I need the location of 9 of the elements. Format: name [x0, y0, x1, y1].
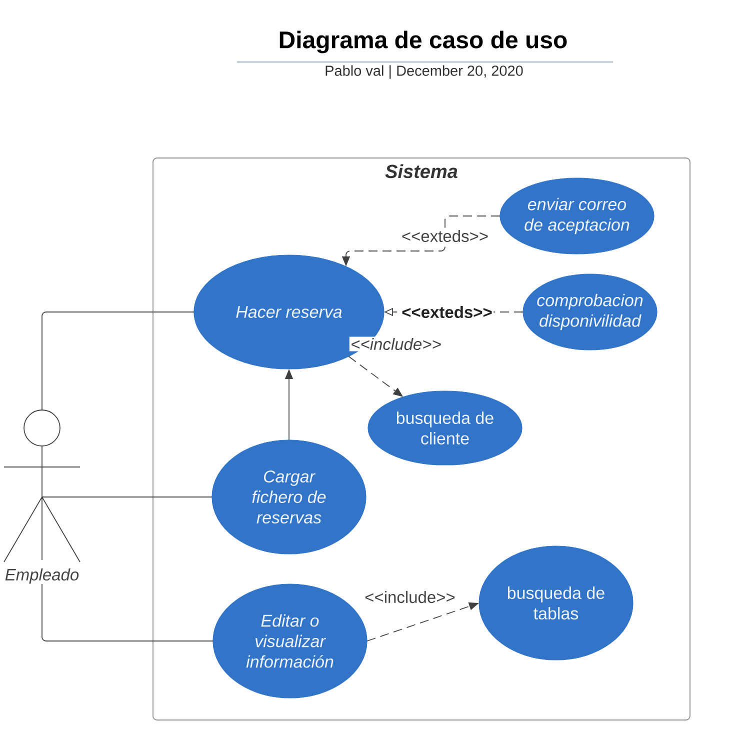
edge-label: <<include>> [349, 336, 443, 352]
association-line [42, 312, 194, 410]
edge-label: <<exteds>> [400, 228, 490, 244]
title: Diagrama de caso de uso [280, 30, 567, 54]
edge-label: <<exteds>> [400, 304, 494, 320]
association-line [42, 584, 214, 642]
actor-name: Empleado [5, 568, 79, 584]
byline: Pablo val | December 20, 2020 [326, 65, 523, 79]
association-line [82, 496, 212, 498]
